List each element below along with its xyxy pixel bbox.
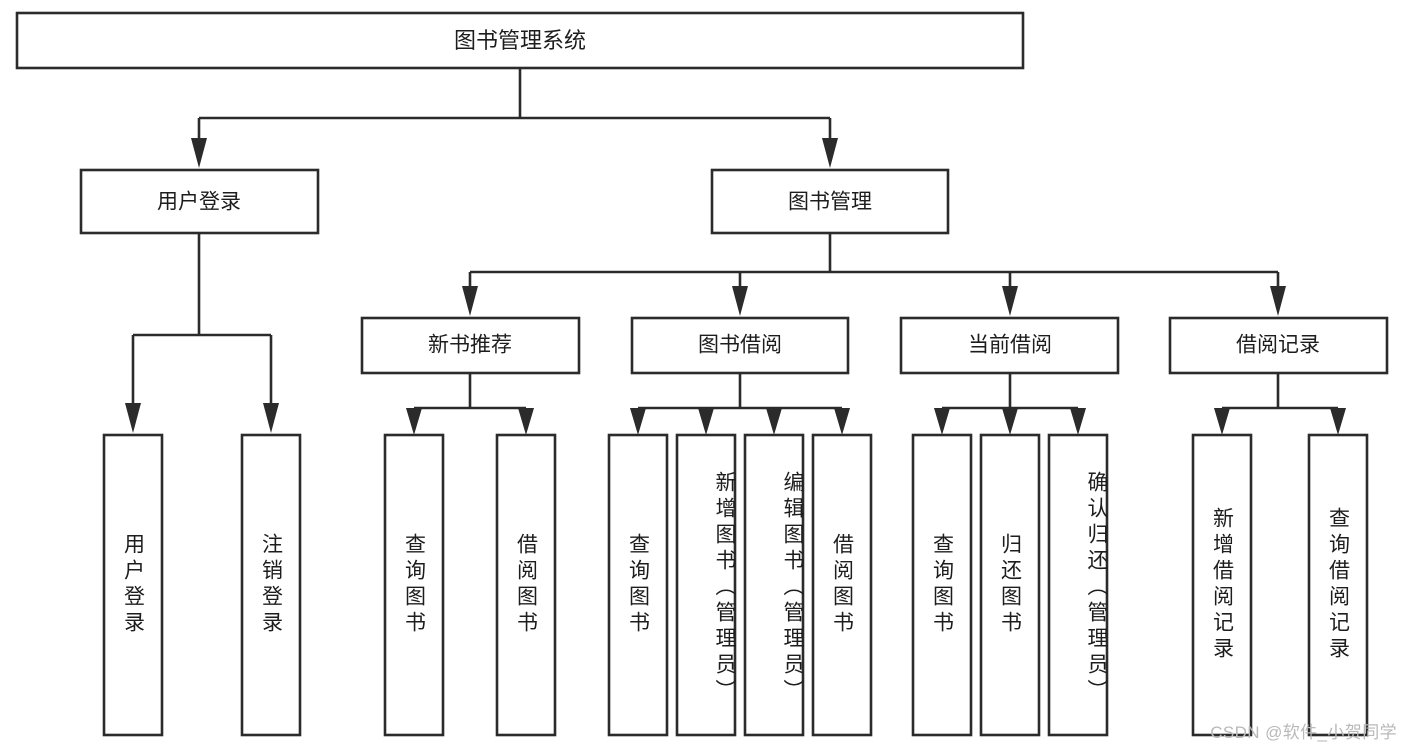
node-root[interactable]: 图书管理系统 (15, 11, 1025, 70)
leaf-box-user-login-2[interactable] (240, 433, 302, 737)
connector-group-book-borrow (630, 373, 850, 435)
node-borrow-record-label: 借阅记录 (1236, 334, 1320, 357)
leaf-box-new-book-2[interactable] (495, 433, 557, 737)
watermark-text: CSDN @软件_小贺同学 (1210, 723, 1397, 742)
leaf-box-borrow-record-2[interactable] (1307, 433, 1369, 737)
arrow-head-leaf-book-borrow-4 (834, 408, 850, 435)
connector-group-current-borrow (934, 373, 1086, 435)
arrow-head-book-mgmt (822, 138, 838, 168)
node-root-label: 图书管理系统 (454, 28, 586, 53)
leaf-box-current-borrow-2[interactable] (979, 433, 1041, 737)
arrow-head-leaf-user-login-1 (125, 403, 141, 433)
leaf-box-borrow-record-1[interactable] (1191, 433, 1253, 737)
connector-group-user-login (125, 233, 279, 433)
connector-group-borrow-record (1214, 373, 1346, 435)
node-new-book-recommend-box[interactable] (360, 316, 581, 375)
leaf-box-current-borrow-3[interactable] (1047, 433, 1109, 737)
leaf-box-book-borrow-4[interactable] (811, 433, 873, 737)
leaf-boxes-user-login (102, 433, 302, 737)
node-current-borrow-label: 当前借阅 (968, 334, 1052, 357)
node-book-management-label: 图书管理 (788, 191, 872, 214)
leaf-boxes-book-borrow (607, 433, 873, 737)
leaf-box-book-borrow-2[interactable] (675, 433, 737, 737)
arrow-head-current-borrow (1002, 286, 1018, 316)
arrow-head-leaf-new-book-1 (406, 408, 422, 435)
node-book-borrow-box[interactable] (630, 316, 850, 375)
node-new-book-recommend-label: 新书推荐 (428, 334, 512, 357)
node-user-login[interactable]: 用户登录 (79, 168, 320, 235)
node-user-login-label: 用户登录 (157, 191, 241, 214)
arrow-head-leaf-book-borrow-2 (698, 408, 714, 435)
leaf-box-book-borrow-1[interactable] (607, 433, 669, 737)
connector-group-root (191, 68, 838, 168)
arrow-head-leaf-current-borrow-1 (934, 408, 950, 435)
arrow-head-book-borrow (732, 286, 748, 316)
leaf-box-new-book-1[interactable] (383, 433, 445, 737)
node-book-borrow-label: 图书借阅 (698, 334, 782, 357)
leaf-box-current-borrow-1[interactable] (911, 433, 973, 737)
node-new-book-recommend[interactable]: 新书推荐 (360, 316, 581, 375)
connector-group-book-mgmt (462, 233, 1286, 316)
arrow-head-leaf-borrow-record-1 (1214, 408, 1230, 435)
arrow-head-borrow-record (1270, 286, 1286, 316)
node-borrow-record[interactable]: 借阅记录 (1168, 316, 1389, 375)
node-user-login-box[interactable] (79, 168, 320, 235)
leaf-box-book-borrow-3[interactable] (743, 433, 805, 737)
arrow-head-leaf-user-login-2 (263, 403, 279, 433)
node-current-borrow[interactable]: 当前借阅 (899, 316, 1120, 375)
arrow-head-leaf-current-borrow-2 (1002, 408, 1018, 435)
node-root-box[interactable] (15, 11, 1025, 70)
arrow-head-leaf-borrow-record-2 (1330, 408, 1346, 435)
arrow-head-leaf-book-borrow-3 (766, 408, 782, 435)
arrow-head-leaf-book-borrow-1 (630, 408, 646, 435)
arrow-head-leaf-current-borrow-3 (1070, 408, 1086, 435)
connector-group-new-book (406, 373, 534, 435)
arrow-head-new-book (462, 286, 478, 316)
arrow-head-user-login (191, 138, 207, 168)
leaf-box-user-login-1[interactable] (102, 433, 164, 737)
node-book-borrow[interactable]: 图书借阅 (630, 316, 850, 375)
leaf-boxes-new-book-recommend (383, 433, 557, 737)
node-book-management[interactable]: 图书管理 (710, 168, 950, 235)
node-current-borrow-box[interactable] (899, 316, 1120, 375)
node-book-management-box[interactable] (710, 168, 950, 235)
leaf-boxes-borrow-record (1191, 433, 1369, 737)
node-borrow-record-box[interactable] (1168, 316, 1389, 375)
arrow-head-leaf-new-book-2 (518, 408, 534, 435)
leaf-boxes-current-borrow (911, 433, 1109, 737)
